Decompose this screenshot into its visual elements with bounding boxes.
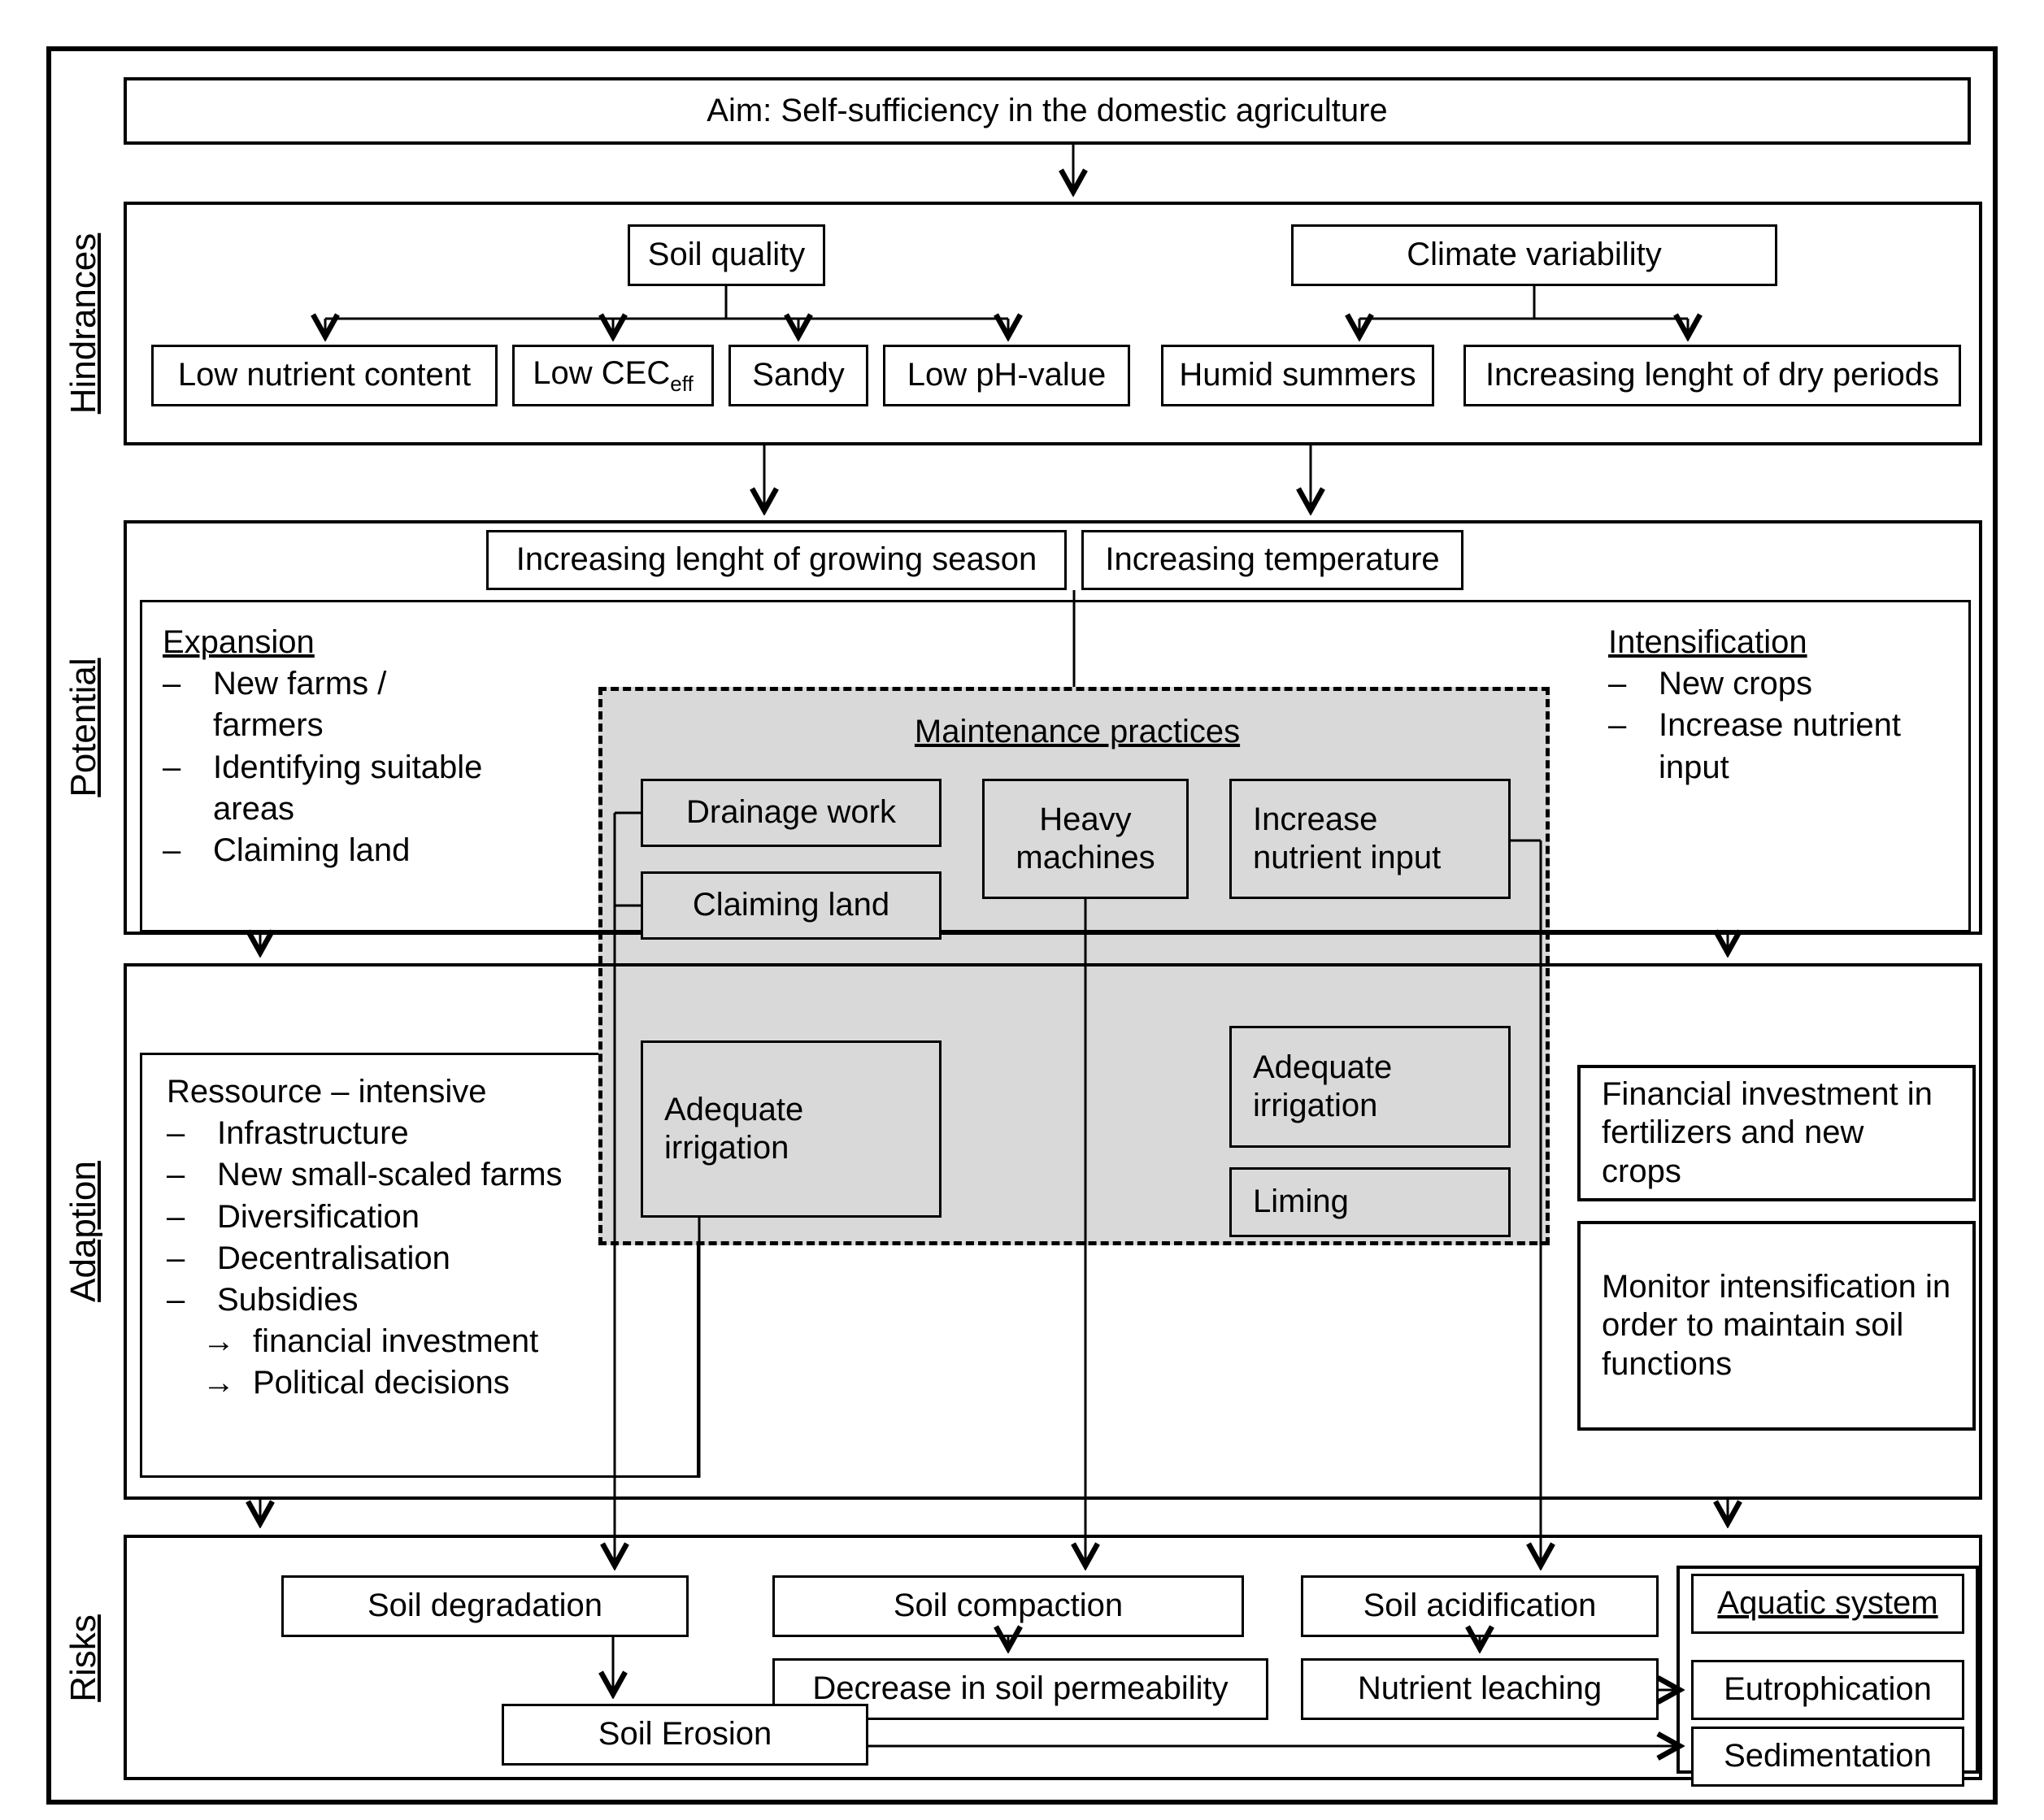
adequate-irrigation-right-box: Adequate irrigation: [1229, 1026, 1511, 1148]
dash-marker: –: [163, 666, 181, 702]
increase-nutrient-input-box: Increase nutrient input: [1229, 779, 1511, 899]
increase-nutrient-input-text: Increase nutrient input: [1253, 801, 1442, 875]
temperature-text: Increasing temperature: [1105, 541, 1440, 578]
dash-marker: –: [167, 1115, 185, 1152]
financial-investment-text: Financial investment in fertilizers and …: [1602, 1076, 1933, 1189]
list-item: → Political decisions: [202, 1362, 589, 1404]
list-item: – New farms / farmers: [163, 663, 520, 746]
maintenance-heading: Maintenance practices: [914, 714, 1241, 749]
soil-quality-box: Soil quality: [628, 224, 825, 286]
intensification-block: Intensification – New crops – Increase n…: [1608, 622, 1958, 788]
list-item: – Increase nutrient input: [1608, 705, 1958, 788]
sedimentation-text: Sedimentation: [1724, 1738, 1932, 1774]
outer-frame: [46, 46, 1998, 1805]
nutrient-leaching-box: Nutrient leaching: [1301, 1658, 1659, 1720]
sedimentation-box: Sedimentation: [1691, 1727, 1964, 1787]
risks-section: [124, 1535, 1982, 1780]
liming-box: Liming: [1229, 1167, 1511, 1237]
arrow-marker: →: [202, 1365, 235, 1401]
humid-summers-text: Humid summers: [1179, 357, 1416, 393]
dash-marker: –: [167, 1198, 185, 1235]
soil-erosion-text: Soil Erosion: [598, 1716, 772, 1753]
heavy-machines-text: Heavy machines: [1015, 801, 1155, 875]
soil-compaction-text: Soil compaction: [893, 1588, 1124, 1624]
soil-quality-text: Soil quality: [647, 237, 806, 273]
financial-investment-box: Financial investment in fertilizers and …: [1577, 1065, 1976, 1201]
potential-section: [124, 520, 1982, 935]
monitor-intensification-box: Monitor intensification in order to main…: [1577, 1221, 1976, 1431]
nutrient-leaching-text: Nutrient leaching: [1357, 1670, 1603, 1707]
low-nutrient-box: Low nutrient content: [151, 345, 498, 406]
claiming-land-box: Claiming land: [641, 871, 942, 940]
low-cec-text: Low CECeff: [533, 355, 694, 397]
dash-marker: –: [167, 1240, 185, 1276]
dry-periods-box: Increasing lenght of dry periods: [1463, 345, 1961, 406]
low-ph-text: Low pH-value: [907, 357, 1107, 393]
heavy-machines-box: Heavy machines: [982, 779, 1189, 899]
dash-marker: –: [1608, 707, 1627, 744]
list-item: – Identifying suitable areas: [163, 747, 520, 830]
adequate-irrigation-right-text: Adequate irrigation: [1253, 1049, 1393, 1123]
drainage-work-text: Drainage work: [686, 794, 896, 831]
dash-marker: –: [167, 1157, 185, 1193]
eutrophication-text: Eutrophication: [1724, 1671, 1932, 1708]
adequate-irrigation-left-box: Adequate irrigation: [641, 1040, 942, 1218]
expansion-heading: Expansion: [163, 624, 315, 660]
dash-marker: –: [163, 832, 181, 868]
soil-acidification-text: Soil acidification: [1363, 1588, 1597, 1624]
claiming-land-text: Claiming land: [692, 887, 890, 923]
page-title: Aim: Self-sufficiency in the domestic ag…: [707, 92, 1388, 128]
soil-compaction-box: Soil compaction: [772, 1575, 1244, 1637]
list-item: – Claiming land: [163, 830, 520, 871]
climate-variability-text: Climate variability: [1407, 237, 1662, 273]
list-item: – Decentralisation: [167, 1238, 589, 1279]
low-cec-box: Low CECeff: [512, 345, 714, 406]
list-item: → financial investment: [202, 1321, 589, 1362]
potential-content-box: [140, 600, 1971, 932]
list-item: – New small-scaled farms: [167, 1154, 589, 1196]
ressource-heading: Ressource – intensive: [167, 1074, 487, 1110]
drainage-work-box: Drainage work: [641, 779, 942, 847]
low-nutrient-text: Low nutrient content: [177, 357, 472, 393]
arrow-marker: →: [202, 1323, 235, 1360]
monitor-intensification-text: Monitor intensification in order to main…: [1602, 1269, 1951, 1382]
growing-season-text: Increasing lenght of growing season: [515, 541, 1037, 578]
soil-erosion-box: Soil Erosion: [502, 1704, 868, 1766]
cec-subscript: eff: [670, 371, 694, 397]
liming-text: Liming: [1253, 1184, 1349, 1220]
low-ph-box: Low pH-value: [883, 345, 1130, 406]
dry-periods-text: Increasing lenght of dry periods: [1485, 357, 1940, 393]
list-item: – New crops: [1608, 663, 1958, 705]
adaption-section: [124, 963, 1982, 1500]
ressource-block: Ressource – intensive – Infrastructure –…: [167, 1071, 589, 1405]
temperature-box: Increasing temperature: [1081, 530, 1463, 590]
list-item: – Diversification: [167, 1197, 589, 1238]
list-item: – Infrastructure: [167, 1113, 589, 1154]
growing-season-box: Increasing lenght of growing season: [486, 530, 1067, 590]
list-item: – Subsidies: [167, 1279, 589, 1321]
humid-summers-box: Humid summers: [1161, 345, 1434, 406]
eutrophication-box: Eutrophication: [1691, 1660, 1964, 1720]
soil-acidification-box: Soil acidification: [1301, 1575, 1659, 1637]
soil-degradation-box: Soil degradation: [281, 1575, 689, 1637]
sandy-text: Sandy: [752, 357, 845, 393]
intensification-heading: Intensification: [1608, 624, 1807, 660]
expansion-block: Expansion – New farms / farmers – Identi…: [163, 622, 520, 871]
hindrances-section: [124, 202, 1982, 445]
aquatic-system-title-box: Aquatic system: [1691, 1574, 1964, 1634]
decrease-permeability-text: Decrease in soil permeability: [812, 1670, 1229, 1707]
adequate-irrigation-left-text: Adequate irrigation: [664, 1091, 804, 1166]
dash-marker: –: [167, 1281, 185, 1318]
sandy-box: Sandy: [728, 345, 868, 406]
soil-degradation-text: Soil degradation: [367, 1588, 603, 1624]
dash-marker: –: [163, 749, 181, 785]
dash-marker: –: [1608, 666, 1627, 702]
title-box: Aim: Self-sufficiency in the domestic ag…: [124, 77, 1971, 145]
climate-variability-box: Climate variability: [1291, 224, 1777, 286]
aquatic-system-text: Aquatic system: [1717, 1585, 1938, 1622]
